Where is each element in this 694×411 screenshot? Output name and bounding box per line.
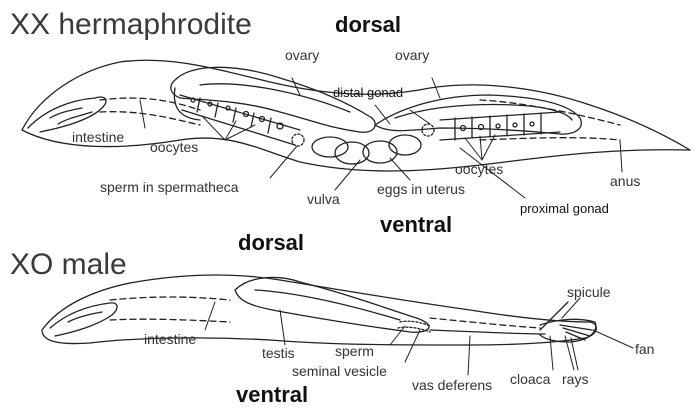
label-seminal-vesicle: seminal vesicle bbox=[292, 364, 387, 378]
label-cloaca: cloaca bbox=[510, 372, 550, 386]
label-vas-deferens: vas deferens bbox=[412, 378, 492, 392]
hermaphrodite-ventral-label: ventral bbox=[380, 214, 452, 236]
male-dorsal-label: dorsal bbox=[238, 232, 304, 254]
label-proximal-gonad: proximal gonad bbox=[520, 202, 609, 215]
label-vulva: vulva bbox=[307, 192, 340, 206]
label-spicule: spicule bbox=[567, 285, 611, 299]
hermaphrodite-right-gonad bbox=[375, 95, 581, 140]
label-oocytes-right: oocytes bbox=[455, 162, 503, 176]
label-testis: testis bbox=[262, 346, 295, 360]
label-sperm-in-spermatheca: sperm in spermatheca bbox=[100, 180, 239, 194]
hermaphrodite-body bbox=[22, 60, 690, 171]
male-ventral-label: ventral bbox=[236, 384, 308, 406]
male-body bbox=[42, 275, 596, 345]
hermaphrodite-dorsal-label: dorsal bbox=[335, 14, 401, 36]
label-fan: fan bbox=[635, 342, 654, 356]
label-rays: rays bbox=[562, 372, 588, 386]
label-intestine-male: intestine bbox=[144, 332, 196, 346]
label-eggs-in-uterus: eggs in uterus bbox=[377, 182, 465, 196]
hermaphrodite-title: XX hermaphrodite bbox=[10, 10, 252, 40]
label-intestine-herm: intestine bbox=[72, 130, 124, 144]
label-ovary-left: ovary bbox=[285, 48, 319, 62]
label-distal-gonad: distal gonad bbox=[333, 86, 403, 99]
hermaphrodite-left-gonad bbox=[171, 67, 375, 145]
male-title: XO male bbox=[10, 250, 127, 280]
label-anus: anus bbox=[610, 174, 640, 188]
label-sperm: sperm bbox=[335, 344, 374, 358]
label-oocytes-left: oocytes bbox=[150, 140, 198, 154]
label-ovary-right: ovary bbox=[395, 48, 429, 62]
